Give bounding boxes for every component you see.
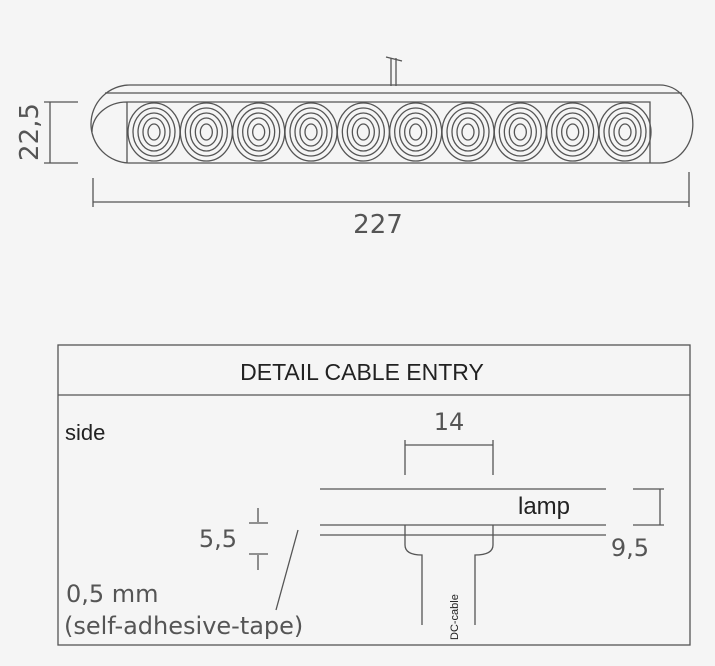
led bbox=[441, 102, 495, 162]
led-ring bbox=[242, 112, 276, 152]
lamp-housing bbox=[90, 84, 694, 164]
led-ring bbox=[294, 112, 328, 152]
lamp-label: lamp bbox=[518, 493, 570, 520]
detail-cable-entry: DETAIL CABLE ENTRY side 14 lamp 9,5 5,5 … bbox=[57, 344, 691, 646]
led-ring bbox=[147, 123, 161, 141]
led bbox=[336, 102, 390, 162]
led-ring bbox=[237, 107, 281, 157]
led-ring bbox=[232, 102, 286, 162]
led-ring bbox=[493, 102, 547, 162]
lamp-height-dim-label: 9,5 bbox=[611, 534, 649, 562]
tape-leader bbox=[275, 529, 299, 611]
led-ring bbox=[598, 102, 652, 162]
side-label: side bbox=[65, 420, 105, 445]
led-ring bbox=[441, 102, 495, 162]
led-ring bbox=[289, 107, 333, 157]
led-array bbox=[127, 102, 652, 162]
led bbox=[127, 102, 181, 162]
cable-label: DC-cable bbox=[449, 594, 461, 640]
led-ring bbox=[336, 102, 390, 162]
led-ring bbox=[498, 107, 542, 157]
led-ring bbox=[566, 123, 580, 141]
led-ring bbox=[613, 117, 637, 147]
cable-entry bbox=[404, 525, 494, 625]
height-dim-label: 22,5 bbox=[15, 103, 45, 161]
led-ring bbox=[252, 123, 266, 141]
led-ring bbox=[184, 107, 228, 157]
length-dimension: 227 bbox=[92, 172, 690, 240]
led bbox=[598, 102, 652, 162]
led bbox=[493, 102, 547, 162]
led-ring bbox=[461, 123, 475, 141]
cable-break-mark bbox=[385, 56, 403, 62]
led-ring bbox=[189, 112, 223, 152]
led-ring bbox=[247, 117, 271, 147]
detail-frame bbox=[57, 344, 691, 646]
led-ring bbox=[556, 112, 590, 152]
led-ring bbox=[394, 107, 438, 157]
led-ring bbox=[194, 117, 218, 147]
led-ring bbox=[456, 117, 480, 147]
led bbox=[284, 102, 338, 162]
led-ring bbox=[561, 117, 585, 147]
lamp-top-view: 22,5 227 bbox=[15, 56, 694, 240]
led bbox=[389, 102, 443, 162]
led-ring bbox=[179, 102, 233, 162]
gap-dim-label: 5,5 bbox=[199, 525, 237, 553]
lens-area bbox=[91, 101, 651, 163]
led-ring bbox=[603, 107, 647, 157]
led-ring bbox=[284, 102, 338, 162]
tape-label: (self-adhesive-tape) bbox=[64, 612, 303, 640]
led-ring bbox=[508, 117, 532, 147]
led-ring bbox=[608, 112, 642, 152]
led-ring bbox=[127, 102, 181, 162]
led-ring bbox=[618, 123, 632, 141]
height-dimension: 22,5 bbox=[15, 101, 78, 164]
led-ring bbox=[389, 102, 443, 162]
led bbox=[179, 102, 233, 162]
led-ring bbox=[341, 107, 385, 157]
led bbox=[232, 102, 286, 162]
led-ring bbox=[513, 123, 527, 141]
led bbox=[546, 102, 600, 162]
detail-title: DETAIL CABLE ENTRY bbox=[240, 359, 484, 385]
led-ring bbox=[451, 112, 485, 152]
led-ring bbox=[356, 123, 370, 141]
led-ring bbox=[132, 107, 176, 157]
led-ring bbox=[546, 102, 600, 162]
led-ring bbox=[551, 107, 595, 157]
length-dim-label: 227 bbox=[353, 210, 403, 240]
led-ring bbox=[404, 117, 428, 147]
width-dim-label: 14 bbox=[434, 408, 465, 436]
led-ring bbox=[199, 123, 213, 141]
tape-thickness-label: 0,5 mm bbox=[66, 580, 159, 608]
led-ring bbox=[304, 123, 318, 141]
led-ring bbox=[399, 112, 433, 152]
led-ring bbox=[142, 117, 166, 147]
led-ring bbox=[299, 117, 323, 147]
led-ring bbox=[351, 117, 375, 147]
led-ring bbox=[409, 123, 423, 141]
led-ring bbox=[446, 107, 490, 157]
led-ring bbox=[503, 112, 537, 152]
led-ring bbox=[346, 112, 380, 152]
led-ring bbox=[137, 112, 171, 152]
